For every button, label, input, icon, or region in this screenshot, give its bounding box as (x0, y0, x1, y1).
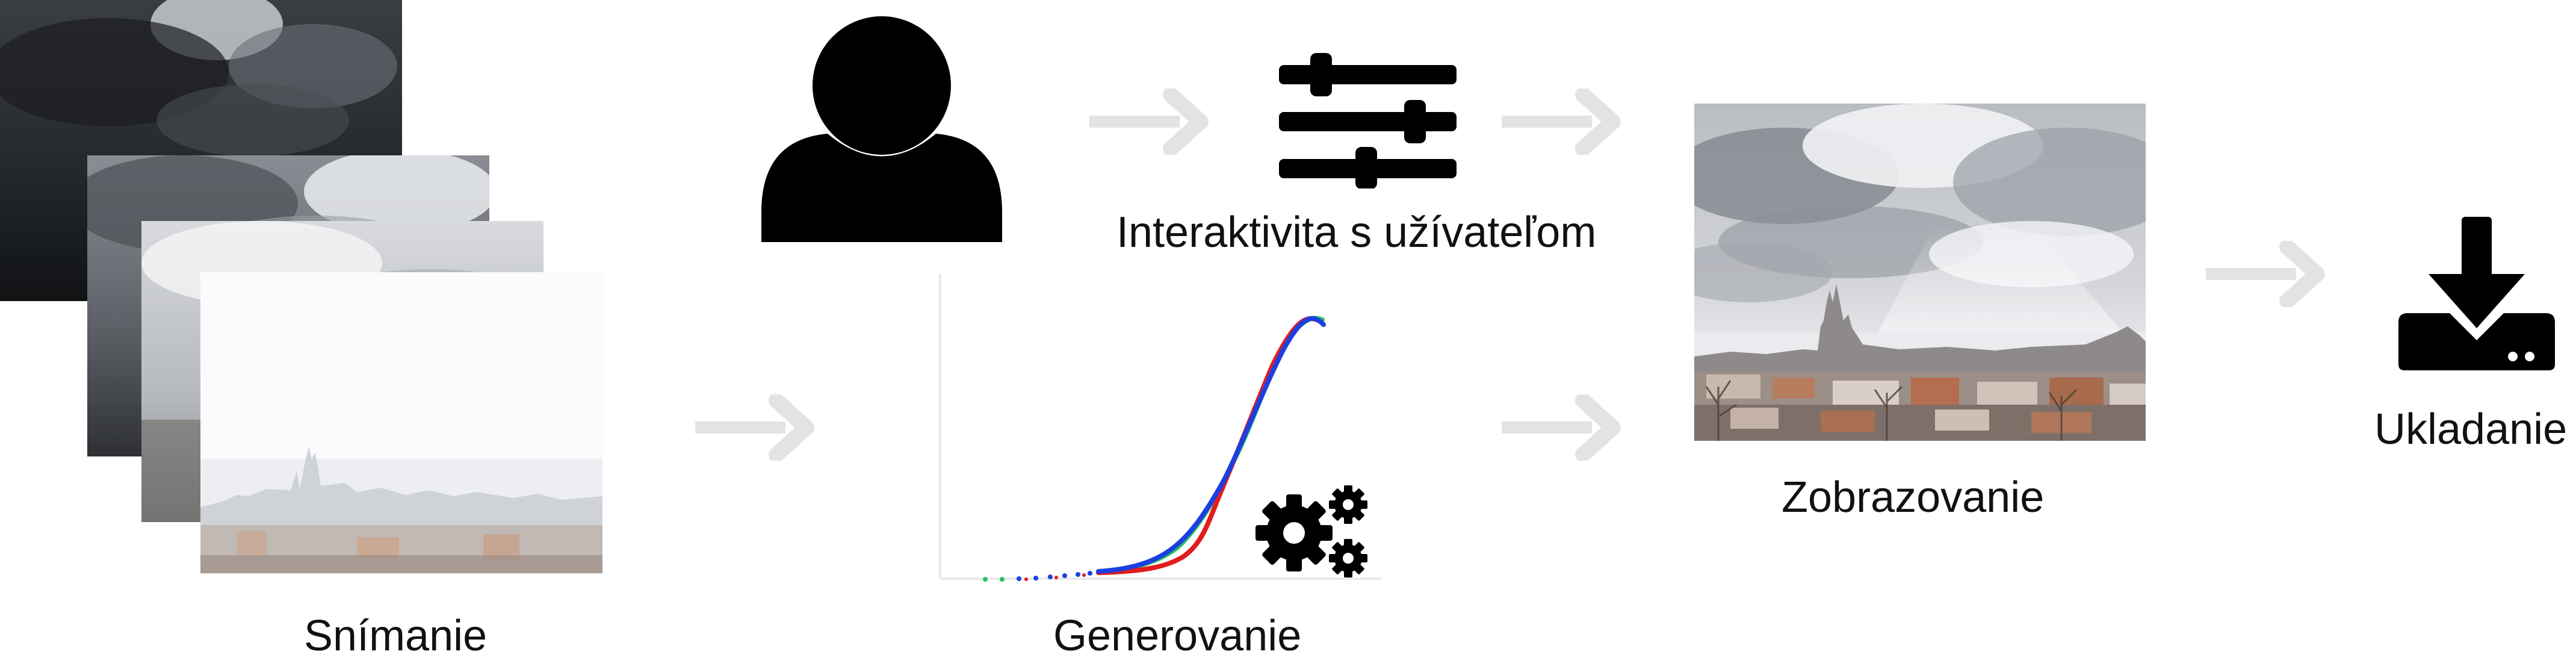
arrow-display-to-save (2206, 241, 2341, 307)
capture-label: Snímanie (304, 612, 488, 660)
arrow-capture-to-generation (695, 394, 831, 461)
gears-icon (1252, 485, 1372, 584)
sliders-icon (1279, 53, 1457, 191)
arrow-user-to-sliders (1089, 89, 1225, 155)
result-photo (1694, 104, 2146, 441)
arrow-generation-to-display (1502, 394, 1637, 461)
download-icon (2398, 217, 2555, 376)
display-label: Zobrazovanie (1782, 473, 2045, 521)
save-label: Ukladanie (2374, 405, 2568, 453)
interaction-label: Interaktivita s užívateľom (1116, 208, 1597, 257)
photo-exposure-4 (200, 272, 602, 573)
generation-label: Generovanie (1053, 612, 1302, 660)
response-curve-plot (936, 274, 1387, 590)
user-icon (761, 13, 1002, 249)
arrow-sliders-to-display (1502, 89, 1637, 155)
